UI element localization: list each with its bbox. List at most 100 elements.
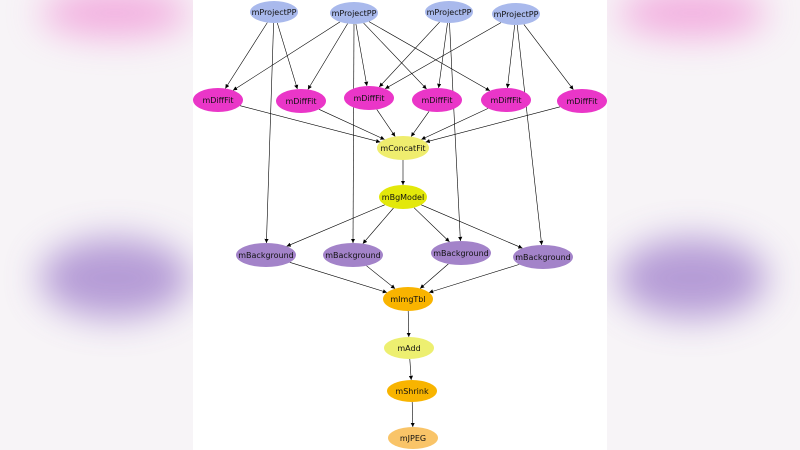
edge-p4-to-d5 (505, 24, 515, 89)
node-mprojectpp-p4[interactable]: mProjectPP (492, 3, 540, 25)
node-label: mConcatFit (380, 144, 425, 153)
node-label: mProjectPP (494, 10, 539, 19)
node-ellipse (377, 136, 429, 160)
edge-p2-to-d4 (363, 22, 427, 90)
edge-d6-to-cf (425, 106, 561, 144)
node-mdifffit-d6[interactable]: mDiffFit (557, 89, 607, 113)
node-mdifffit-d1[interactable]: mDiffFit (193, 88, 243, 112)
node-label: mImgTbl (390, 295, 425, 304)
node-mprojectpp-p2[interactable]: mProjectPP (330, 2, 378, 24)
node-mprojectpp-p3[interactable]: mProjectPP (425, 1, 473, 23)
node-label: mDiffFit (566, 97, 597, 106)
node-mdifffit-d4[interactable]: mDiffFit (412, 88, 462, 112)
node-mbackground-b3[interactable]: mBackground (431, 241, 491, 265)
edge-d3-to-cf (376, 109, 396, 137)
node-layer: mProjectPP mProjectPP mProjectPP mProjectPP… (193, 1, 607, 449)
edge-p2-to-d1 (232, 21, 341, 91)
edge-p4-to-d3 (384, 22, 502, 90)
node-label: mBackground (433, 249, 489, 258)
node-mjpeg-jp[interactable]: mJPEG (388, 427, 438, 449)
node-ellipse (513, 245, 573, 269)
node-label: mDiffFit (421, 96, 452, 105)
edge-p2-to-d2 (307, 23, 348, 90)
node-mshrink-sh[interactable]: mShrink (387, 380, 437, 402)
node-ellipse (557, 89, 607, 113)
node-ellipse (193, 88, 243, 112)
edge-bg-to-b4 (421, 204, 523, 249)
node-ellipse (388, 427, 438, 449)
node-ellipse (323, 243, 383, 267)
node-ellipse (330, 2, 378, 24)
node-mprojectpp-p1[interactable]: mProjectPP (250, 1, 298, 23)
edge-layer (225, 21, 574, 428)
node-ellipse (250, 1, 298, 23)
node-mbackground-b4[interactable]: mBackground (513, 245, 573, 269)
node-label: mShrink (395, 387, 429, 396)
node-label: mDiffFit (202, 96, 233, 105)
edge-b4-to-it (428, 264, 520, 294)
node-mdifffit-d5[interactable]: mDiffFit (481, 88, 531, 112)
node-ellipse (492, 3, 540, 25)
edge-b1-to-it (289, 262, 388, 294)
node-label: mBackground (515, 253, 571, 262)
edge-d1-to-cf (239, 105, 381, 144)
node-ellipse (236, 243, 296, 267)
node-mconcatfit-cf[interactable]: mConcatFit (377, 136, 429, 160)
node-ellipse (425, 1, 473, 23)
node-ellipse (431, 241, 491, 265)
blurred-backdrop-left (0, 0, 193, 450)
node-label: mDiffFit (285, 97, 316, 106)
edge-d2-to-cf (318, 109, 385, 140)
node-ellipse (276, 89, 326, 113)
node-mimgtbl-it[interactable]: mImgTbl (383, 287, 433, 311)
node-ellipse (412, 88, 462, 112)
edge-b3-to-it (419, 263, 449, 289)
edge-p1-to-d1 (225, 22, 268, 89)
edge-d4-to-cf (410, 111, 430, 137)
node-ellipse (379, 185, 427, 209)
node-label: mProjectPP (332, 9, 377, 18)
edge-bg-to-b3 (413, 207, 450, 243)
node-label: mDiffFit (353, 94, 384, 103)
node-mbackground-b1[interactable]: mBackground (236, 243, 296, 267)
node-label: mProjectPP (252, 8, 297, 17)
blurred-backdrop-right (607, 0, 800, 450)
edge-p2-to-d5 (368, 21, 491, 92)
node-mbackground-b2[interactable]: mBackground (323, 243, 383, 267)
node-label: mBackground (238, 251, 294, 260)
edge-d5-to-cf (421, 108, 489, 140)
node-label: mAdd (397, 344, 420, 353)
node-ellipse (387, 380, 437, 402)
node-label: mJPEG (400, 434, 426, 443)
backdrop-blur-purple (617, 238, 767, 318)
node-madd-ad[interactable]: mAdd (384, 337, 434, 359)
workflow-graph-canvas: mProjectPP mProjectPP mProjectPP mProjectPP… (193, 0, 607, 450)
edge-p4-to-d6 (523, 24, 574, 90)
edge-ad-to-sh (408, 358, 414, 381)
node-ellipse (383, 287, 433, 311)
edge-sh-to-jp (410, 401, 415, 428)
edge-it-to-ad (406, 310, 411, 338)
workflow-dag: mProjectPP mProjectPP mProjectPP mProjectPP… (193, 1, 607, 449)
node-mdifffit-d3[interactable]: mDiffFit (344, 86, 394, 110)
edge-p4-to-b4 (516, 24, 544, 246)
edge-p2-to-b2 (350, 23, 356, 244)
node-label: mBgModel (382, 193, 424, 202)
node-ellipse (481, 88, 531, 112)
node-label: mDiffFit (490, 96, 521, 105)
edge-p1-to-d2 (277, 22, 299, 90)
edge-p3-to-b3 (449, 22, 463, 242)
backdrop-blur-purple (40, 238, 190, 318)
backdrop-blur-pink (617, 0, 767, 36)
edge-p3-to-d3 (378, 21, 440, 88)
edge-bg-to-b1 (286, 204, 385, 247)
node-mdifffit-d2[interactable]: mDiffFit (276, 89, 326, 113)
node-ellipse (344, 86, 394, 110)
node-label: mBackground (325, 251, 381, 260)
node-label: mProjectPP (427, 8, 472, 17)
backdrop-blur-pink (40, 0, 190, 36)
edge-p2-to-d3 (355, 23, 369, 87)
edge-bg-to-b2 (362, 207, 394, 244)
node-mbgmodel-bg[interactable]: mBgModel (379, 185, 427, 209)
